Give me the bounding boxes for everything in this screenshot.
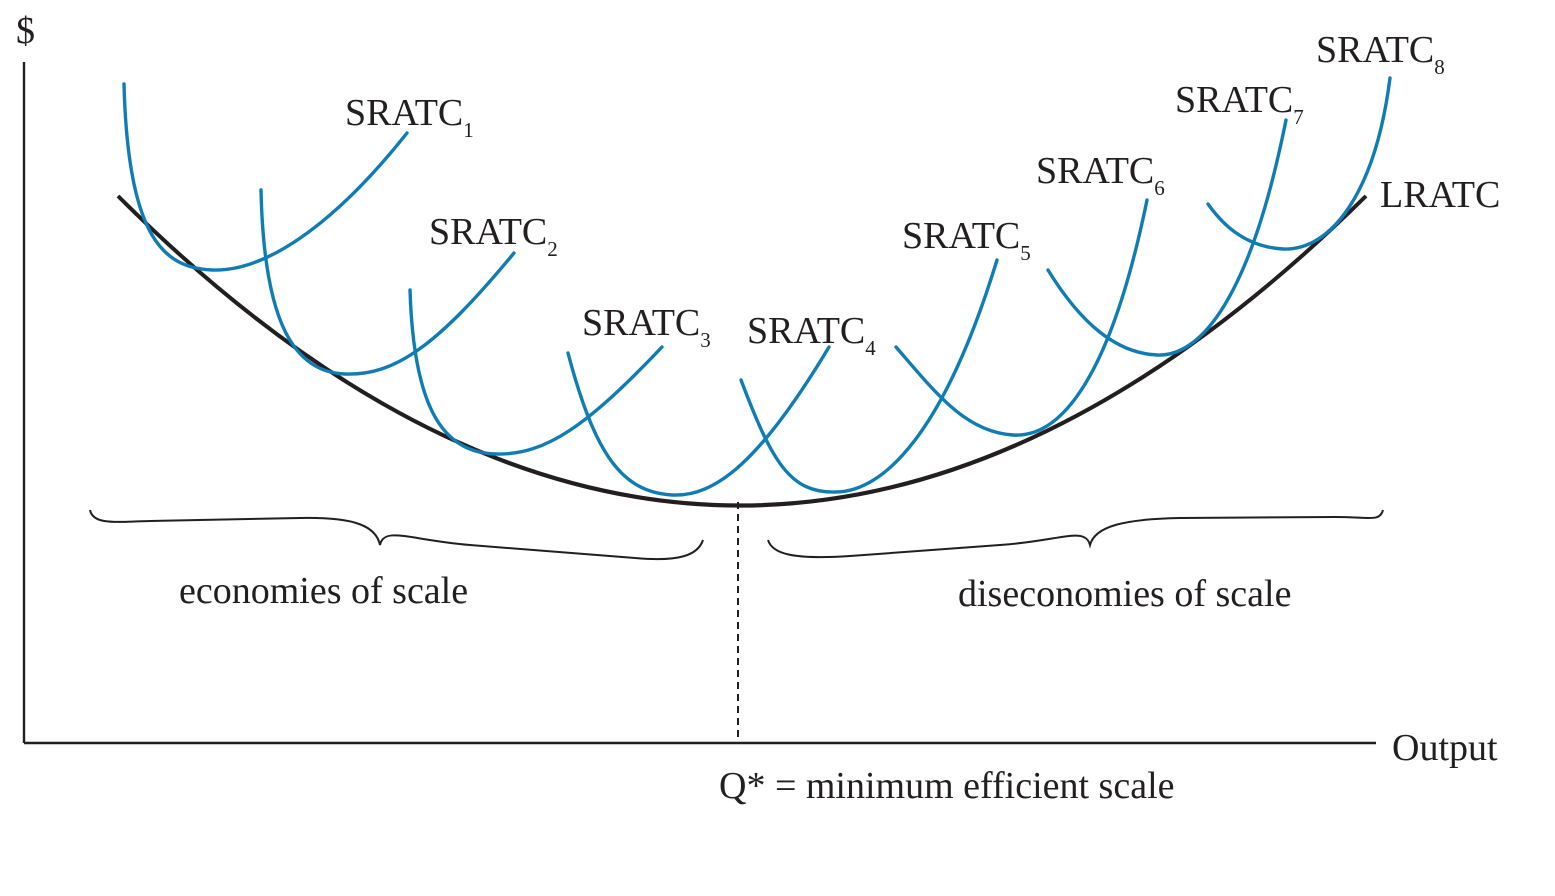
sratc-curve-1 bbox=[122, 82, 409, 272]
diseconomies-of-scale-label: diseconomies of scale bbox=[958, 573, 1291, 615]
sratc-label-7: SRATC7 bbox=[1175, 79, 1304, 129]
q-star-label: Q* = minimum efficient scale bbox=[719, 765, 1175, 807]
sratc-label-5: SRATC5 bbox=[902, 215, 1031, 265]
economies-of-scale-label: economies of scale bbox=[179, 570, 468, 612]
economies-brace bbox=[89, 509, 704, 561]
x-axis-label: Output bbox=[1392, 727, 1498, 769]
sratc-curve-7 bbox=[1046, 118, 1288, 357]
lratc-label: LRATC bbox=[1380, 174, 1500, 216]
y-axis-label: $ bbox=[16, 10, 35, 52]
sratc-curve-6 bbox=[894, 198, 1149, 437]
sratc-label-4: SRATC4 bbox=[747, 310, 876, 360]
sratc-curve-2 bbox=[259, 188, 516, 376]
diseconomies-brace bbox=[767, 509, 1384, 559]
sratc-label-2: SRATC2 bbox=[429, 211, 558, 261]
sratc-label-6: SRATC6 bbox=[1036, 150, 1165, 200]
sratc-curve-8 bbox=[1206, 76, 1392, 251]
sratc-label-3: SRATC3 bbox=[582, 302, 711, 352]
sratc-label-1: SRATC1 bbox=[345, 92, 474, 142]
sratc-curve-4 bbox=[566, 345, 831, 497]
sratc-label-8: SRATC8 bbox=[1316, 29, 1445, 79]
sratc-curve-3 bbox=[408, 288, 664, 456]
lratc-curve bbox=[116, 194, 1368, 508]
sratc-curve-5 bbox=[739, 258, 999, 494]
